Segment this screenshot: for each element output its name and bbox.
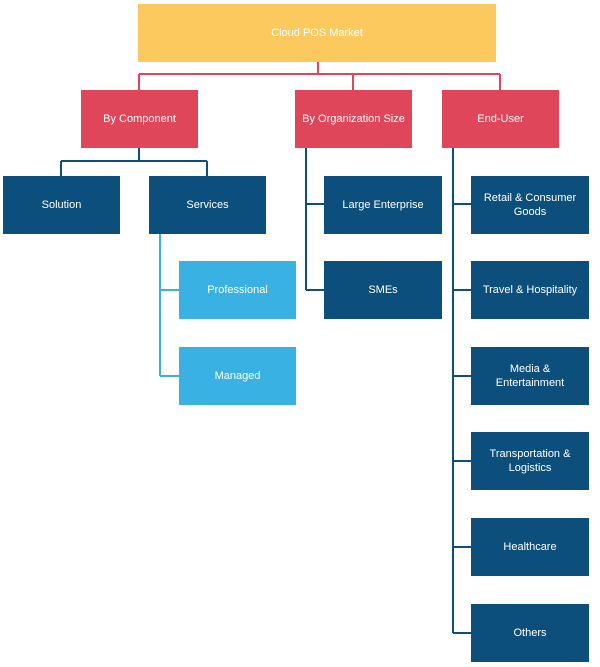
enduser-connectors [452, 148, 471, 634]
node-large-enterprise: Large Enterprise [324, 176, 442, 234]
node-transportation-logistics: Transportation & Logistics [471, 432, 589, 490]
node-healthcare: Healthcare [471, 518, 589, 576]
node-services: Services [149, 176, 266, 234]
services-connectors [159, 234, 179, 377]
organization-connectors [305, 148, 324, 291]
component-connectors [60, 148, 208, 176]
node-managed: Managed [179, 347, 296, 405]
node-solution: Solution [3, 176, 120, 234]
node-professional: Professional [179, 261, 296, 319]
root-connectors [138, 62, 501, 90]
node-smes: SMEs [324, 261, 442, 319]
node-travel-hospitality: Travel & Hospitality [471, 261, 589, 319]
category-by-component: By Component [81, 90, 198, 148]
node-media-entertainment: Media & Entertainment [471, 347, 589, 405]
category-end-user: End-User [442, 90, 559, 148]
node-others: Others [471, 604, 589, 662]
node-retail-consumer-goods: Retail & Consumer Goods [471, 176, 589, 234]
root-node: Cloud POS Market [138, 4, 496, 62]
category-by-organization-size: By Organization Size [295, 90, 412, 148]
